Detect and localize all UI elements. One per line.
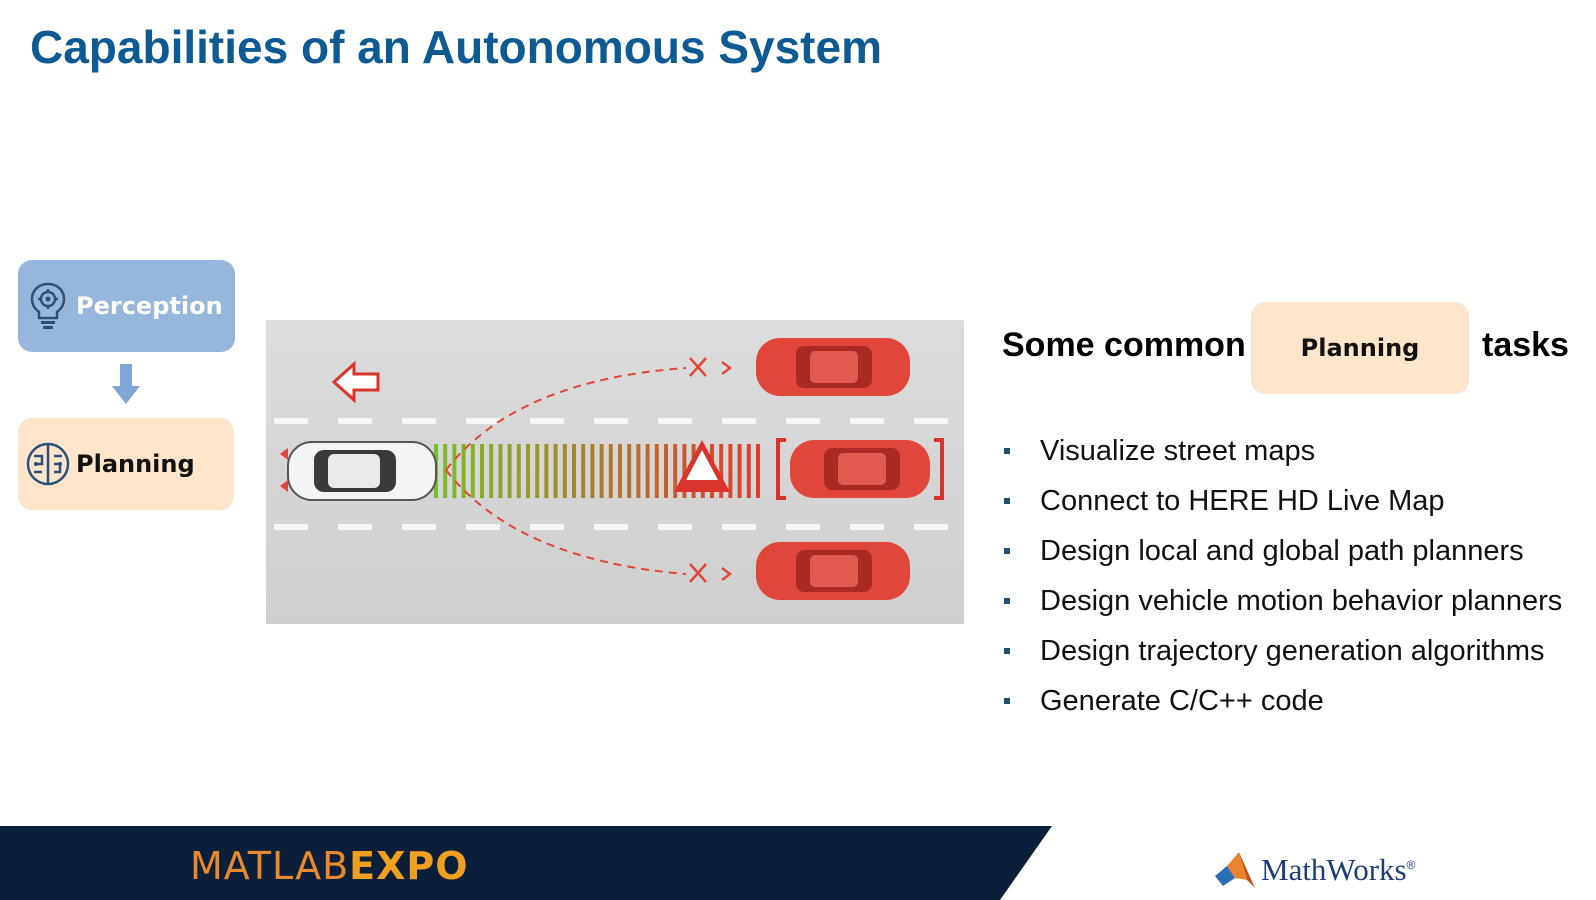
road-scene-illustration <box>266 320 964 624</box>
task-list: Visualize street maps Connect to HERE HD… <box>1004 426 1562 726</box>
warning-triangle-icon <box>674 440 730 492</box>
ego-car <box>280 441 437 501</box>
planning-label: Planning <box>76 450 195 478</box>
mathworks-membrane-icon <box>1215 852 1255 888</box>
planning-chip: Planning <box>1251 302 1469 394</box>
arrow-left-icon <box>331 360 380 404</box>
list-item: Visualize street maps <box>1004 426 1562 476</box>
arrow-down-icon <box>112 364 140 404</box>
tasks-headline-suffix: tasks <box>1482 326 1569 364</box>
list-item: Design trajectory generation algorithms <box>1004 626 1562 676</box>
planning-box: Planning <box>18 418 234 510</box>
perception-box: Perception <box>18 260 235 352</box>
brain-icon <box>26 442 70 486</box>
matlab-expo-logo: MATLABEXPO <box>190 844 469 888</box>
bullet-icon <box>1004 698 1010 704</box>
list-item: Connect to HERE HD Live Map <box>1004 476 1562 526</box>
lightbulb-gear-icon <box>30 282 66 329</box>
list-item: Generate C/C++ code <box>1004 676 1562 726</box>
list-item: Design local and global path planners <box>1004 526 1562 576</box>
bullet-icon <box>1004 598 1010 604</box>
car-top <box>756 338 910 396</box>
mathworks-logo: MathWorks® <box>1213 850 1415 890</box>
bullet-icon <box>1004 548 1010 554</box>
bullet-icon <box>1004 448 1010 454</box>
bullet-icon <box>1004 648 1010 654</box>
bullet-icon <box>1004 498 1010 504</box>
car-front <box>790 440 930 498</box>
car-bottom <box>756 542 910 600</box>
perception-label: Perception <box>76 292 223 320</box>
page-title: Capabilities of an Autonomous System <box>30 21 882 73</box>
tasks-headline-prefix: Some common <box>1002 326 1246 364</box>
list-item: Design vehicle motion behavior planners <box>1004 576 1562 626</box>
